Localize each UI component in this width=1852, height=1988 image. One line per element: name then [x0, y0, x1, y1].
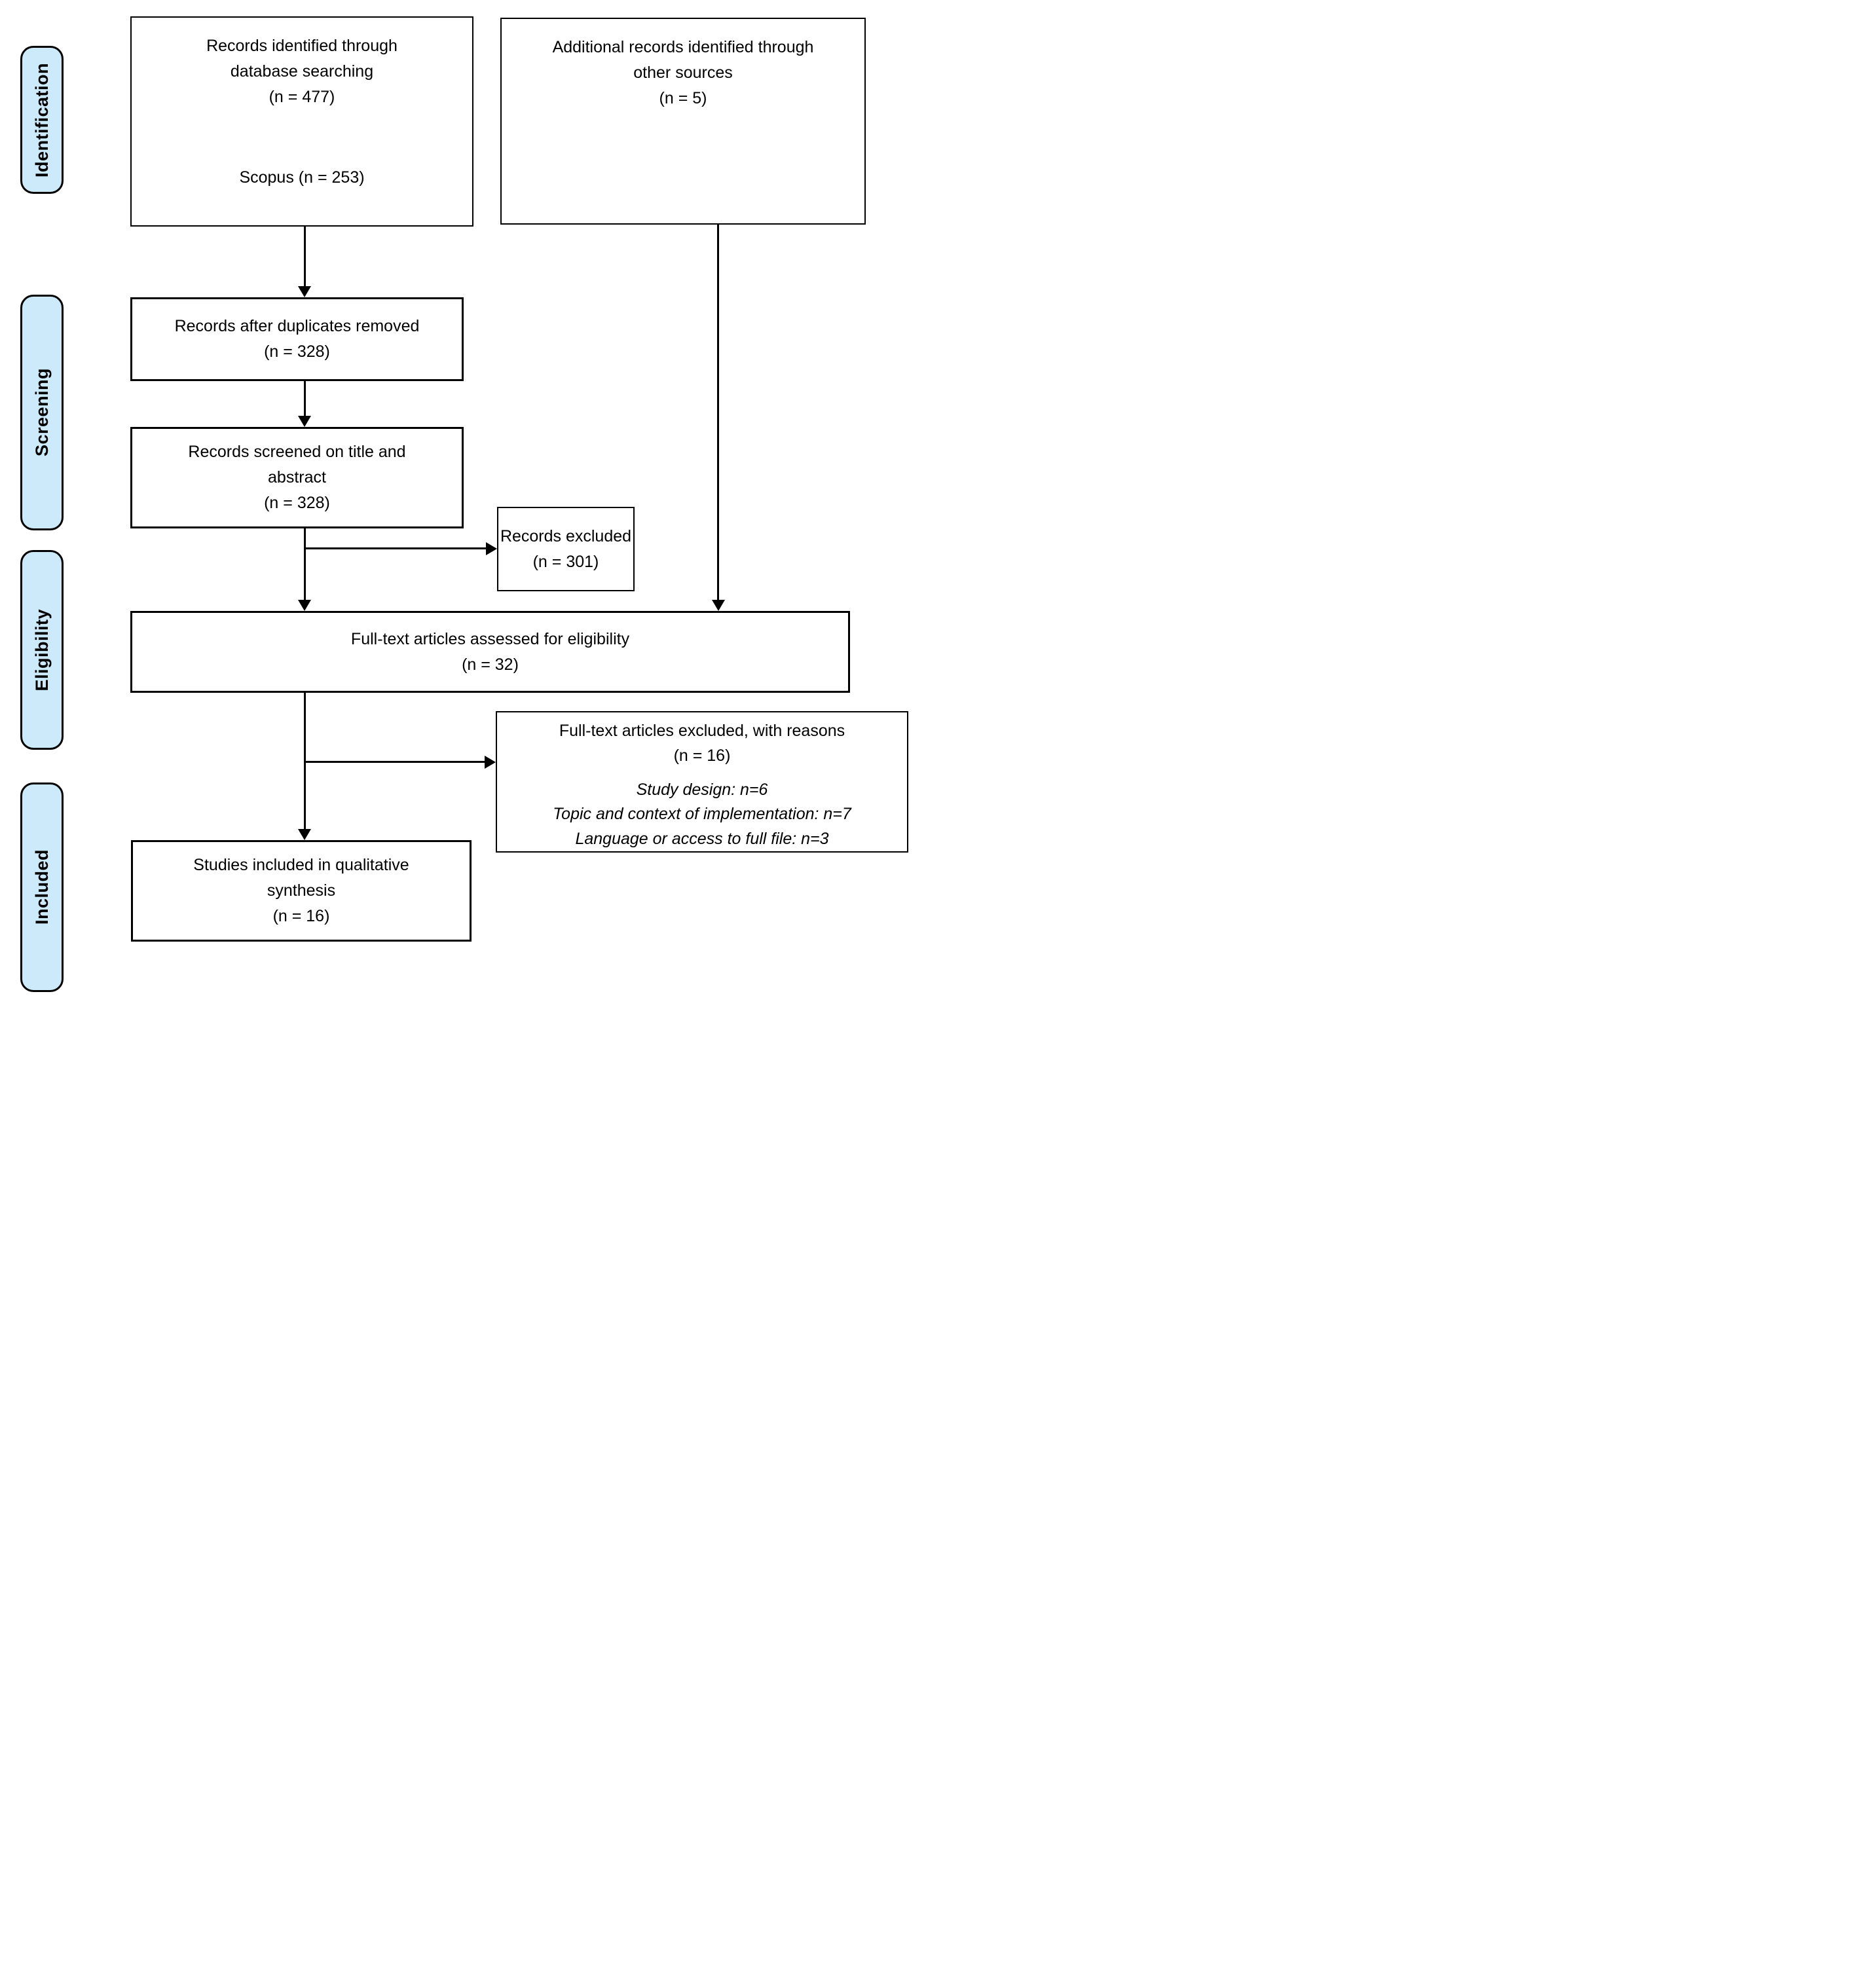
- box-records-identified-line1: Records identified through: [206, 37, 398, 55]
- stage-included-label: Included: [31, 849, 52, 925]
- arrowhead-into-screened: [298, 416, 311, 427]
- box-records-screened-line1: Records screened on title and: [188, 443, 406, 462]
- prisma-flow-diagram: Identification Screening Eligibility Inc…: [0, 0, 926, 994]
- box-fulltext-excluded: Full-text articles excluded, with reason…: [496, 711, 908, 853]
- box-records-excluded: Records excluded (n = 301): [497, 507, 635, 591]
- box-fulltext-excluded-reason2: Topic and context of implementation: n=7: [553, 805, 851, 823]
- arrowhead-into-fulltext-excluded: [485, 756, 496, 769]
- box-studies-included-line2: synthesis: [267, 881, 336, 900]
- connector-branch-to-records-excluded: [305, 547, 487, 549]
- box-records-screened-count: (n = 328): [264, 493, 330, 512]
- box-duplicates-removed: Records after duplicates removed (n = 32…: [130, 297, 464, 381]
- arrowhead-into-records-excluded: [486, 542, 497, 555]
- arrowhead-into-assessed-right: [712, 600, 725, 611]
- box-records-excluded-count: (n = 301): [532, 552, 599, 571]
- stage-identification-label: Identification: [31, 62, 52, 177]
- connector-deduplicated-to-screened: [304, 381, 306, 416]
- connector-identified-to-deduplicated: [304, 227, 306, 287]
- box-records-screened-line2: abstract: [268, 468, 326, 487]
- box-fulltext-excluded-count: (n = 16): [673, 746, 731, 765]
- stage-included: Included: [20, 782, 64, 992]
- box-duplicates-removed-count: (n = 328): [264, 342, 330, 361]
- box-additional-records: Additional records identified through ot…: [500, 18, 866, 225]
- stage-screening: Screening: [20, 295, 64, 530]
- box-records-identified-count: (n = 477): [269, 87, 335, 106]
- box-fulltext-excluded-reason1: Study design: n=6: [636, 780, 768, 799]
- box-fulltext-excluded-reason3: Language or access to full file: n=3: [575, 829, 829, 848]
- box-additional-records-line1: Additional records identified through: [552, 38, 814, 56]
- arrowhead-into-deduplicated: [298, 286, 311, 297]
- arrowhead-into-included: [298, 829, 311, 840]
- box-studies-included: Studies included in qualitative synthesi…: [131, 840, 472, 942]
- connector-screened-to-assessed: [304, 528, 306, 600]
- box-duplicates-removed-line1: Records after duplicates removed: [174, 317, 420, 336]
- stage-eligibility: Eligibility: [20, 550, 64, 750]
- box-records-screened: Records screened on title and abstract (…: [130, 427, 464, 528]
- box-records-identified-line2: database searching: [230, 62, 374, 81]
- connector-branch-to-fulltext-excluded: [305, 761, 485, 763]
- box-records-excluded-line1: Records excluded: [500, 526, 632, 545]
- box-fulltext-assessed-line1: Full-text articles assessed for eligibil…: [350, 629, 630, 648]
- stage-screening-label: Screening: [31, 368, 52, 457]
- box-records-identified-scopus-note: Scopus (n = 253): [239, 168, 365, 187]
- box-studies-included-line1: Studies included in qualitative: [193, 856, 409, 875]
- stage-identification: Identification: [20, 46, 64, 194]
- box-additional-records-count: (n = 5): [659, 88, 707, 107]
- box-fulltext-excluded-line1: Full-text articles excluded, with reason…: [559, 722, 845, 740]
- box-records-identified: Records identified through database sear…: [130, 16, 473, 227]
- connector-additional-to-assessed: [717, 225, 719, 600]
- stage-eligibility-label: Eligibility: [31, 608, 52, 691]
- box-studies-included-count: (n = 16): [272, 906, 330, 925]
- box-additional-records-line2: other sources: [633, 63, 733, 82]
- box-fulltext-assessed: Full-text articles assessed for eligibil…: [130, 611, 850, 693]
- box-fulltext-assessed-count: (n = 32): [462, 655, 519, 674]
- arrowhead-into-assessed-left: [298, 600, 311, 611]
